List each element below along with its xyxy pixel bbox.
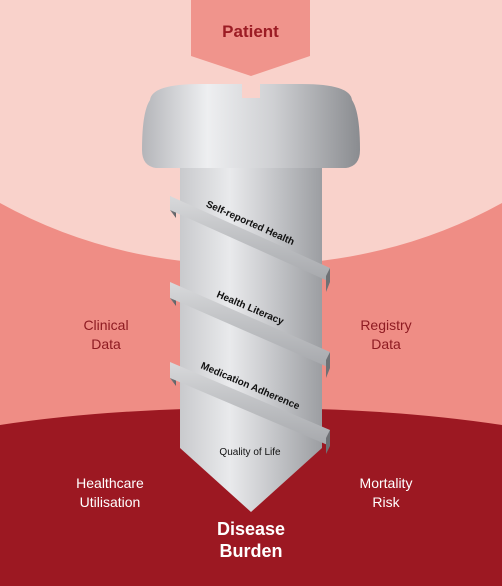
clinical-data-line-2: Data <box>91 336 121 352</box>
healthcare-utilisation-line-1: Healthcare <box>76 475 144 491</box>
disease-burden-label: Disease Burden <box>191 518 311 562</box>
screw-thread-2 <box>170 282 330 378</box>
screw-head <box>142 84 360 168</box>
screw-thread-3 <box>170 362 330 454</box>
registry-data-line-2: Data <box>371 336 401 352</box>
registry-data-line-1: Registry <box>360 317 412 333</box>
registry-data-label: Registry Data <box>338 316 434 354</box>
screw-thread-1 <box>170 196 330 292</box>
clinical-data-label: Clinical Data <box>64 316 148 354</box>
healthcare-utilisation-label: Healthcare Utilisation <box>52 474 168 512</box>
healthcare-utilisation-line-2: Utilisation <box>79 494 141 510</box>
patient-label: Patient <box>222 22 279 41</box>
disease-burden-line-1: Disease <box>216 519 286 539</box>
clinical-data-line-1: Clinical <box>83 317 129 333</box>
patient-arrow-tab <box>191 0 310 76</box>
disease-burden-line-2: Burden <box>219 541 283 561</box>
mortality-risk-line-1: Mortality <box>359 475 413 491</box>
band-quality-of-life: Quality of Life <box>219 447 281 458</box>
mortality-risk-label: Mortality Risk <box>336 474 436 512</box>
mortality-risk-line-2: Risk <box>372 494 400 510</box>
